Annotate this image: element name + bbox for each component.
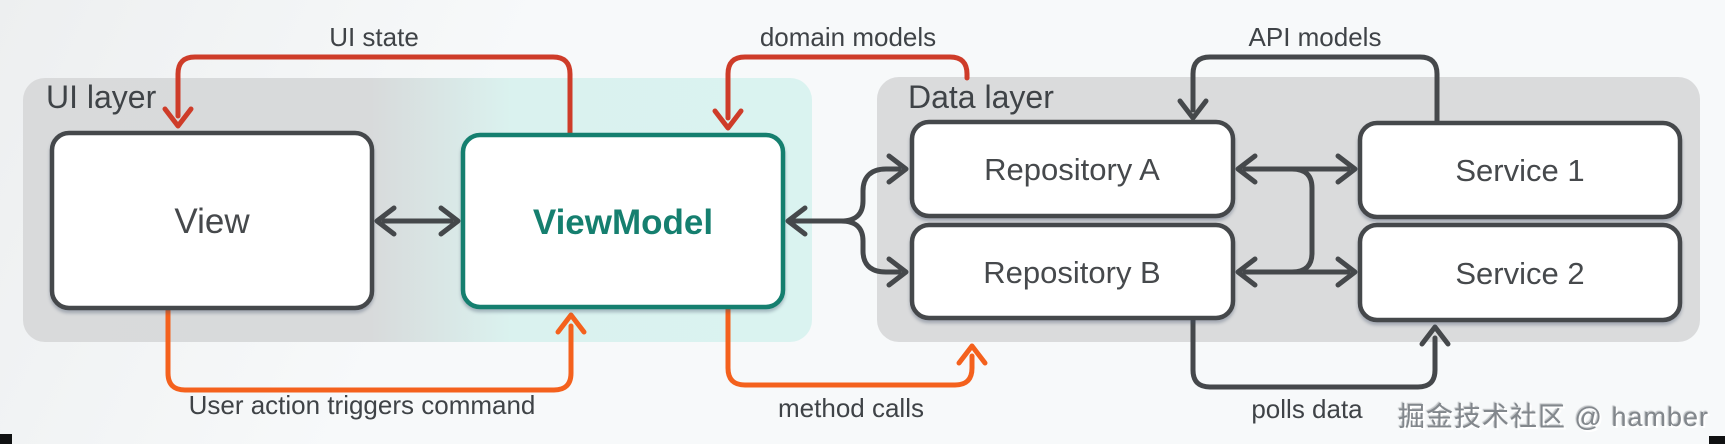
edge-line bbox=[725, 54, 970, 121]
node-label: View bbox=[174, 202, 250, 241]
edge-view-viewmodel bbox=[374, 205, 461, 237]
arrowhead-right-icon bbox=[886, 256, 909, 288]
arrowhead-down-icon bbox=[1177, 98, 1209, 121]
label-api-models: API models bbox=[1249, 22, 1382, 52]
node-label: Service 1 bbox=[1455, 153, 1584, 188]
label-ui-state: UI state bbox=[329, 22, 419, 52]
watermark: 掘金技术社区 @ hamber bbox=[1398, 402, 1709, 432]
node-service-1: Service 1 bbox=[1357, 120, 1683, 220]
edge-line bbox=[1190, 315, 1438, 390]
arrowhead-up-icon bbox=[555, 312, 587, 335]
node-service-2: Service 2 bbox=[1357, 222, 1683, 323]
edge-method-calls bbox=[725, 305, 988, 388]
edge-line bbox=[1190, 54, 1440, 126]
edge-api-models bbox=[1177, 54, 1440, 126]
fork-lower-branch bbox=[838, 218, 902, 275]
edge-line bbox=[725, 305, 975, 388]
arrowhead-up-icon bbox=[956, 343, 988, 366]
label-polls-data: polls data bbox=[1251, 394, 1363, 424]
arrowhead-left-icon bbox=[785, 205, 808, 237]
edge-user-action bbox=[165, 306, 587, 393]
node-box bbox=[909, 222, 1236, 321]
ui-layer-label: UI layer bbox=[46, 79, 157, 115]
node-label: Service 2 bbox=[1455, 256, 1584, 291]
arrowhead-down-icon bbox=[712, 108, 744, 131]
node-box bbox=[460, 132, 786, 310]
edge-line bbox=[165, 306, 574, 393]
node-repository-b: Repository B bbox=[909, 222, 1236, 321]
node-repository-a: Repository A bbox=[909, 119, 1236, 219]
node-box bbox=[1357, 222, 1683, 323]
node-view: View bbox=[49, 130, 375, 311]
label-user-action: User action triggers command bbox=[189, 390, 536, 420]
corner-artifact-left bbox=[0, 434, 12, 444]
edge-line bbox=[175, 54, 573, 137]
arrowhead-down-icon bbox=[162, 106, 194, 129]
edge-polls-data bbox=[1190, 315, 1451, 390]
arrowhead-right-icon bbox=[1335, 256, 1358, 288]
node-box bbox=[49, 130, 375, 311]
fork-upper-branch bbox=[838, 166, 902, 224]
arrowhead-up-icon bbox=[1419, 324, 1451, 347]
node-label: ViewModel bbox=[533, 203, 713, 242]
node-label: Repository A bbox=[984, 152, 1160, 187]
arrowhead-right-icon bbox=[1335, 153, 1358, 185]
arrowhead-left-icon bbox=[1235, 153, 1258, 185]
edge-domain-models bbox=[712, 54, 970, 131]
edge-ui-state bbox=[162, 54, 573, 137]
node-box bbox=[1357, 120, 1683, 220]
corner-artifact-right bbox=[1709, 436, 1725, 444]
node-viewmodel: ViewModel bbox=[460, 132, 786, 310]
node-box bbox=[909, 119, 1236, 219]
arrowhead-right-icon bbox=[438, 205, 461, 237]
node-label: Repository B bbox=[983, 255, 1160, 290]
label-method-calls: method calls bbox=[778, 393, 924, 423]
arrowhead-left-icon bbox=[1235, 256, 1258, 288]
edge-cross-connector bbox=[1289, 166, 1315, 275]
arrowhead-right-icon bbox=[886, 153, 909, 185]
data-layer-label: Data layer bbox=[908, 79, 1054, 115]
arrowhead-left-icon bbox=[374, 205, 397, 237]
edge-viewmodel-repositories-fork bbox=[785, 153, 909, 288]
label-domain-models: domain models bbox=[760, 22, 936, 52]
